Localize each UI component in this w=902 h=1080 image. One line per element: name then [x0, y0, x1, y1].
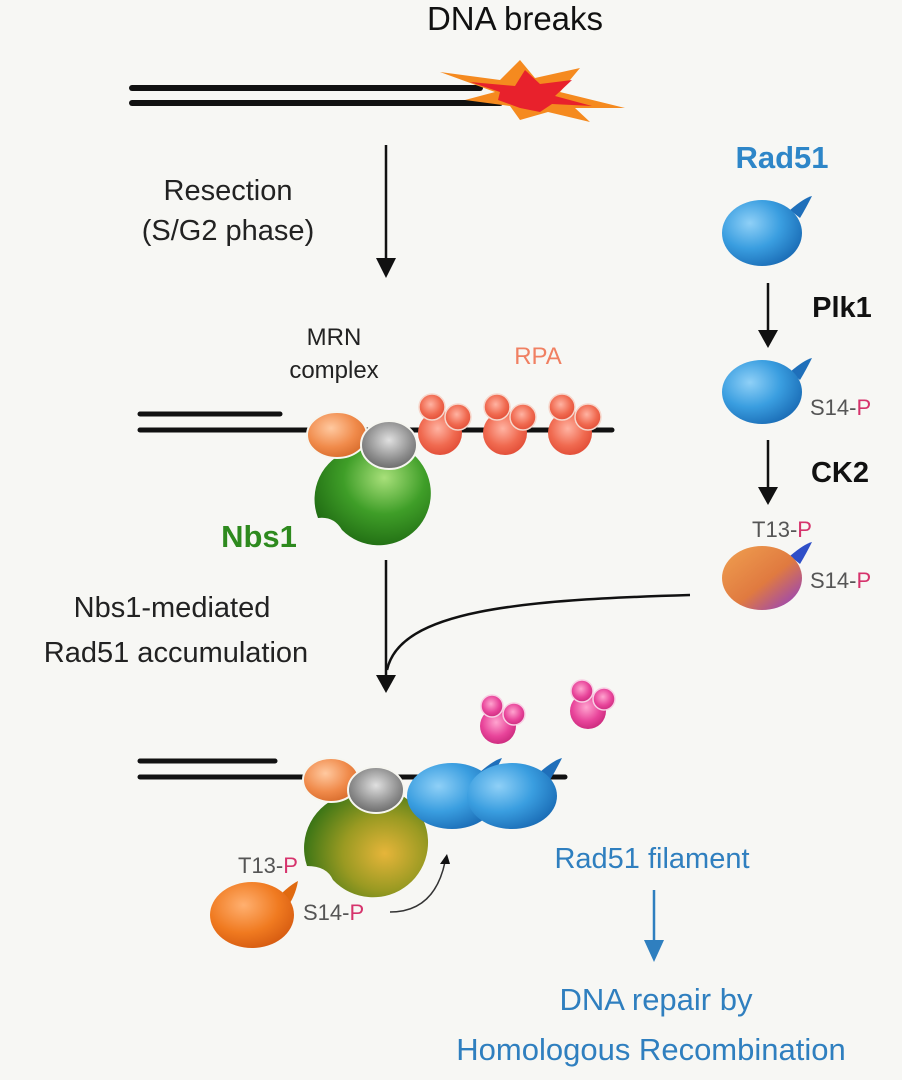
- accumulation-arrowhead: [376, 675, 396, 693]
- dna-double-strand-broken: [129, 85, 503, 106]
- accumulation-label: Nbs1-mediated: [74, 592, 271, 624]
- plk1-label: Plk1: [812, 292, 872, 324]
- rpa-displaced: [570, 679, 616, 729]
- rpa-label: RPA: [514, 343, 562, 370]
- rpa-displaced: [480, 694, 526, 744]
- rad51-filament: [407, 758, 562, 829]
- transfer-arrow: [389, 861, 446, 913]
- plk1-arrowhead: [758, 330, 778, 348]
- rad51-recruitment-curve: [385, 593, 691, 671]
- s14-phospho-label: S14-P: [810, 395, 871, 420]
- rad51-filament-label: Rad51 filament: [554, 843, 749, 875]
- t13-phospho-label: T13-P: [752, 517, 812, 542]
- nbs1-label: Nbs1: [221, 519, 297, 554]
- rad51-double-phosphorylated: [722, 542, 812, 610]
- rpa-protein: [483, 393, 537, 455]
- s14-phospho-label-2: S14-P: [810, 568, 871, 593]
- nbs1-bound: [304, 787, 429, 898]
- mrn-complex-label: complex: [289, 357, 378, 384]
- accumulation-label-2: Rad51 accumulation: [44, 637, 308, 669]
- dna-break-burst-icon: [440, 60, 625, 122]
- ck2-arrowhead: [758, 487, 778, 505]
- transfer-arrowhead: [440, 854, 450, 864]
- mrn-label: MRN: [307, 324, 362, 351]
- s14-phospho-label-bound: S14-P: [303, 900, 364, 925]
- ck2-label: CK2: [811, 457, 869, 489]
- resection-arrowhead: [376, 258, 396, 278]
- rad51-s14-phosphorylated: [722, 358, 812, 424]
- rad50-bound: [347, 766, 405, 814]
- rpa-proteins: [418, 393, 602, 455]
- rpa-protein: [548, 393, 602, 455]
- mre11-protein: [306, 411, 368, 459]
- outcome-label-2: Homologous Recombination: [456, 1032, 845, 1067]
- rad51-phospho-bound: [210, 881, 298, 948]
- rpa-protein: [418, 393, 472, 455]
- displaced-rpa-proteins: [480, 679, 616, 744]
- rad50-protein: [360, 420, 418, 470]
- repair-arrowhead: [644, 940, 664, 962]
- outcome-label: DNA repair by: [560, 982, 753, 1017]
- title-dna-breaks: DNA breaks: [427, 0, 603, 37]
- rad51-label: Rad51: [735, 140, 828, 175]
- resection-phase-label: (S/G2 phase): [142, 215, 314, 247]
- rad51-protein: [722, 196, 812, 266]
- resection-label: Resection: [164, 175, 293, 207]
- t13-phospho-label-bound: T13-P: [238, 853, 298, 878]
